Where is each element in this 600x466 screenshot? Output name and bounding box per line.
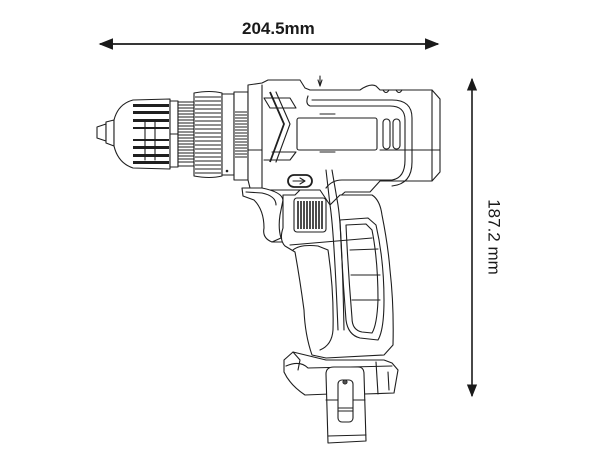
torque-clutch-ring [193, 90, 235, 179]
motor-housing [247, 75, 441, 206]
gear-housing [233, 91, 249, 181]
trigger [241, 187, 284, 243]
width-dimension-label: 204.5mm [242, 19, 315, 38]
belt-clip [325, 366, 367, 444]
clutch-collar [177, 101, 195, 167]
drill-bit-tip [96, 119, 115, 147]
chuck [113, 98, 179, 170]
height-dimension-label: 187.2 mm [484, 199, 504, 275]
direction-switch-button [287, 174, 313, 188]
handle-grip [280, 169, 394, 359]
